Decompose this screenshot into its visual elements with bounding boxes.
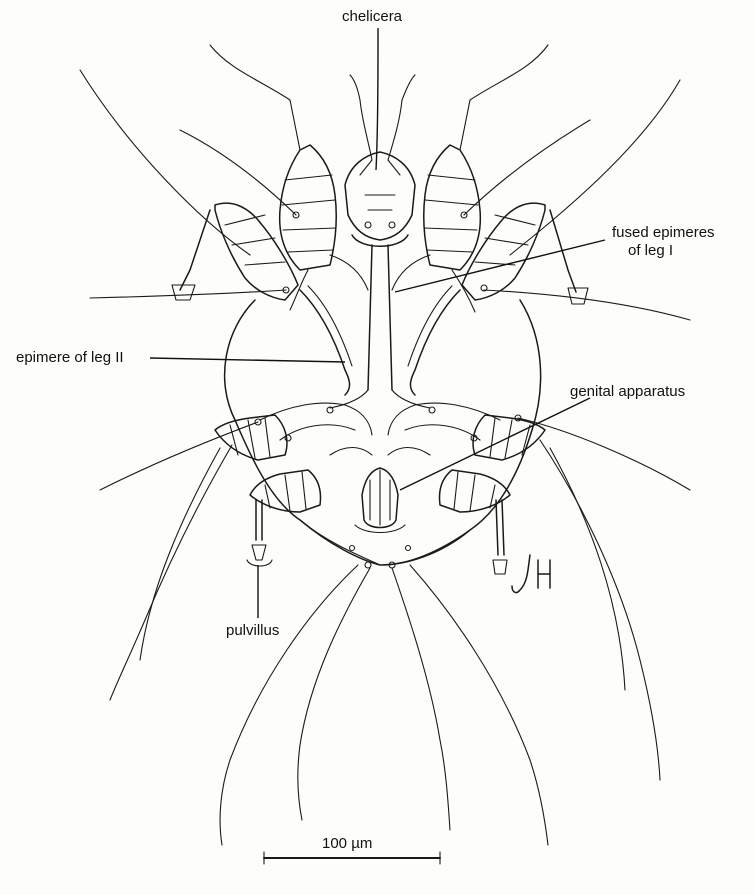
chelicera-structure <box>345 75 415 246</box>
pointer-epimere-leg-ii <box>150 358 345 362</box>
epimeres-leg-ii <box>300 286 460 395</box>
label-epimere-leg-ii: epimere of leg II <box>16 349 124 366</box>
scale-bar <box>264 852 440 864</box>
leg-iv-right <box>440 470 511 574</box>
posterior-epimeres <box>255 403 521 455</box>
pointer-chelicera <box>376 28 378 170</box>
fused-epimeres <box>330 245 430 408</box>
leg-i-right <box>424 100 481 270</box>
setae <box>80 45 690 845</box>
label-pulvillus: pulvillus <box>226 622 279 639</box>
leg-iii-left <box>215 415 287 460</box>
genital-apparatus <box>350 468 411 551</box>
leg-i-left <box>280 100 337 270</box>
label-pointers <box>150 28 605 618</box>
artist-signature <box>512 555 550 593</box>
pointer-genital-apparatus <box>400 398 590 490</box>
leg-iv-left <box>247 470 321 566</box>
label-fused-epimeres-line2: of leg I <box>628 242 673 259</box>
label-genital-apparatus: genital apparatus <box>570 383 685 400</box>
label-chelicera: chelicera <box>342 8 402 25</box>
scale-bar-label: 100 µm <box>322 835 372 852</box>
label-fused-epimeres-line1: fused epimeres <box>612 224 715 241</box>
